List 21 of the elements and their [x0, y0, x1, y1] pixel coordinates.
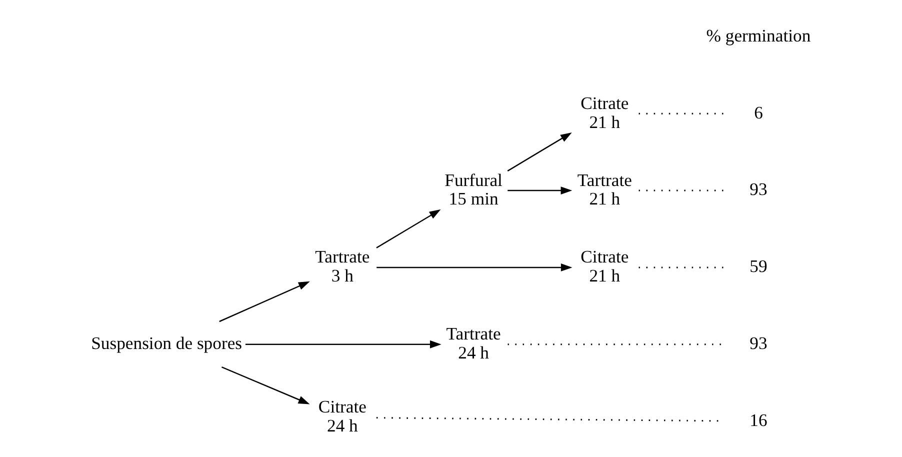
arrow — [218, 280, 310, 322]
arrow — [506, 132, 572, 171]
node-text: 6 — [754, 102, 762, 122]
arrow — [376, 262, 572, 271]
node-text: Furfural 15 min — [444, 169, 502, 208]
node-text: Tartrate 24 h — [446, 323, 500, 362]
node-text: 16 — [749, 409, 767, 430]
arrow — [376, 208, 440, 248]
node-text: Tartrate 3 h — [314, 246, 370, 286]
arrow — [507, 186, 572, 194]
node-text: Citrate 24 h — [318, 396, 366, 436]
node-text: Tartrate 21 h — [576, 169, 632, 208]
node-text: Suspension de spores — [90, 332, 242, 353]
arrow — [220, 366, 310, 404]
node-text: 59 — [749, 256, 767, 276]
node-text: 93 — [749, 178, 767, 199]
label: % germination — [706, 24, 810, 45]
node-text: Citrate 21 h — [580, 246, 628, 286]
node-text: Citrate 21 h — [580, 92, 628, 132]
arrow — [244, 340, 441, 348]
node-text: 93 — [749, 332, 767, 353]
